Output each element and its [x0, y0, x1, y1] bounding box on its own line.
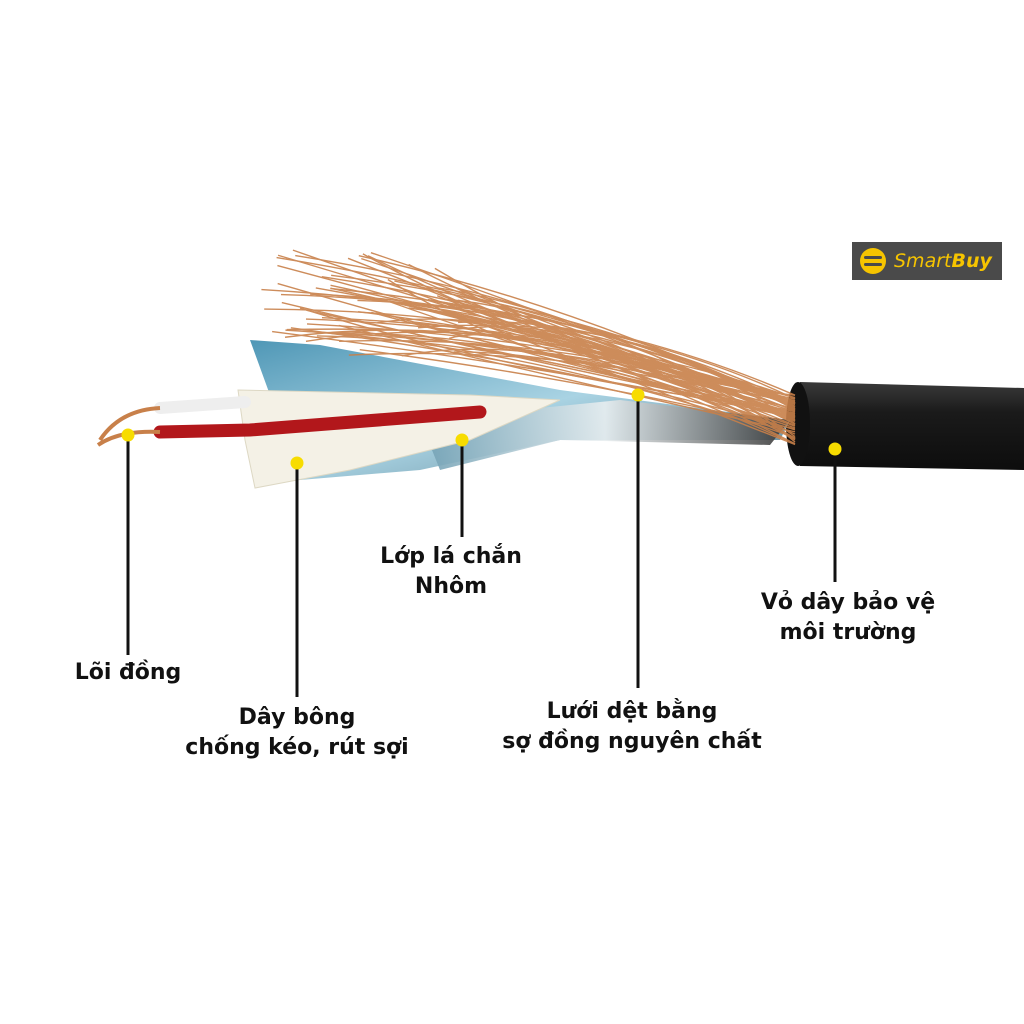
label-copper-braid: Lưới dệt bằng sợ đồng nguyên chất	[502, 697, 762, 757]
label-line: chống kéo, rút sợi	[185, 735, 409, 760]
logo-mark-icon	[860, 248, 886, 274]
braid-strand	[290, 327, 796, 431]
label-line: Dây bông	[238, 705, 356, 730]
braid-strand	[377, 318, 796, 421]
inner-wires	[96, 396, 487, 447]
braid-strand	[359, 349, 796, 430]
outer-jacket	[786, 382, 1024, 470]
logo-text-bold: Buy	[951, 250, 992, 272]
braid-strand	[401, 348, 796, 427]
pointer-dot-aluminum-foil	[455, 433, 469, 447]
label-copper-core: Lõi đồng	[75, 658, 182, 688]
braid-strand	[277, 282, 796, 418]
label-line: sợ đồng nguyên chất	[502, 729, 762, 754]
label-line: môi trường	[779, 620, 917, 645]
label-line: Lõi đồng	[74, 660, 182, 685]
braid-strand	[444, 298, 796, 439]
pointer-dot-copper-core	[121, 428, 135, 442]
label-line: Vỏ dây bảo vệ	[760, 590, 936, 615]
smartbuy-logo: SmartBuy	[852, 242, 1002, 280]
braid-strand	[330, 287, 796, 445]
braid-strand	[434, 267, 796, 396]
copper-braid	[261, 249, 796, 446]
braid-strand	[357, 299, 796, 396]
label-cotton-fiber: Dây bông chống kéo, rút sợi	[185, 703, 408, 763]
pointer-dot-copper-braid	[631, 388, 645, 402]
label-line: Lớp lá chắn	[380, 544, 522, 569]
braid-strand	[429, 325, 796, 425]
label-outer-jacket: Vỏ dây bảo vệ môi trường	[761, 588, 935, 648]
braid-strand	[437, 287, 796, 409]
pointer-dot-cotton-fiber	[290, 456, 304, 470]
braid-strand	[367, 255, 796, 419]
braid-strand	[321, 317, 796, 399]
pointer-dot-outer-jacket	[828, 442, 842, 456]
braid-strand	[338, 324, 796, 433]
braid-strand	[285, 329, 796, 439]
braid-strand	[338, 331, 796, 435]
label-line: Nhôm	[414, 574, 488, 599]
label-line: Lưới dệt bằng	[546, 699, 718, 724]
logo-text-light: Smart	[894, 250, 952, 272]
label-aluminum-foil: Lớp lá chắn Nhôm	[380, 542, 522, 602]
braid-strand	[371, 311, 796, 402]
